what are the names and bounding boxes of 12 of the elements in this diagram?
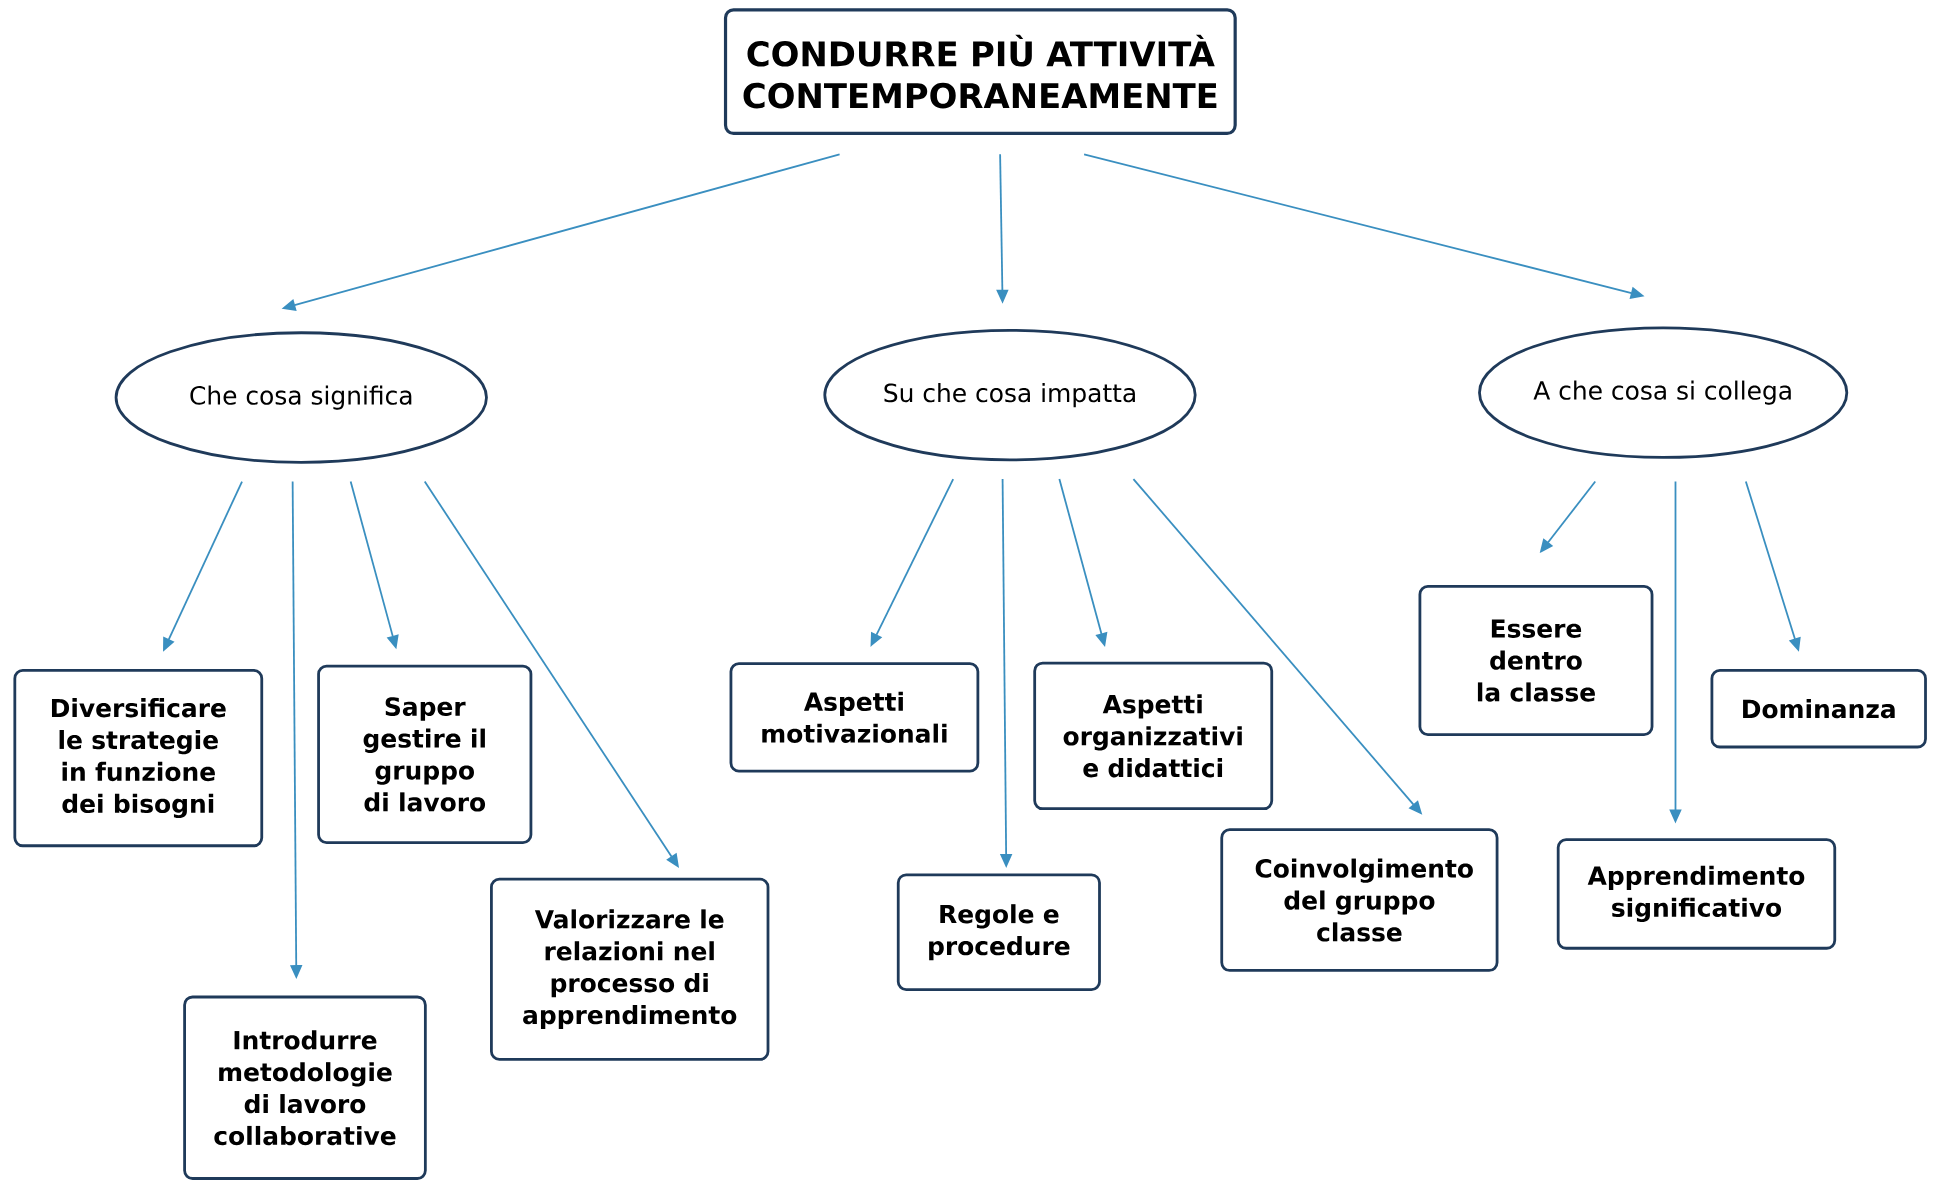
title-box: CONDURRE PIÙ ATTIVITÀ CONTEMPORANEAMENTE: [723, 8, 1237, 136]
concept-box: Valorizzare le relazioni nel processo di apprendimento: [490, 877, 770, 1061]
concept-box: Apprendimento significativo: [1556, 838, 1837, 950]
concept-box: Introdurre metodologie di lavoro collaborative: [183, 995, 427, 1181]
concept-box: Coinvolgimento del gruppo classe: [1220, 828, 1499, 973]
concept-box: Saper gestire il gruppo di lavoro: [317, 664, 533, 845]
concept-box: Essere dentro la classe: [1418, 585, 1654, 737]
concept-box: Diversificare le strategie in funzione dei bisogni: [13, 669, 264, 848]
concept-box: Dominanza: [1710, 669, 1927, 749]
concept-box: Aspetti organizzativi e didattici: [1033, 661, 1274, 811]
concept-box: Aspetti motivazionali: [729, 662, 980, 773]
concept-box: Regole e procedure: [896, 873, 1101, 992]
